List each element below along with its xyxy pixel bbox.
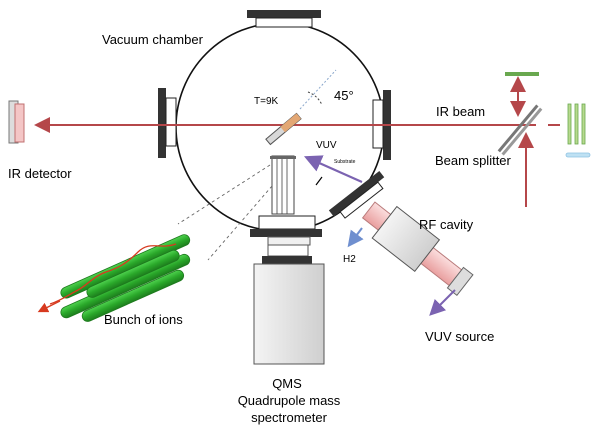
top-mirror bbox=[505, 72, 539, 76]
qms-body bbox=[253, 236, 325, 365]
qms-line2-label: spectrometer bbox=[251, 410, 328, 425]
cone-line-top bbox=[177, 164, 271, 225]
top-flange bbox=[247, 10, 321, 28]
ion-bunch bbox=[37, 234, 191, 322]
ir-beam-label: IR beam bbox=[436, 104, 485, 119]
beam-splitter-label: Beam splitter bbox=[435, 153, 512, 168]
vacuum-chamber-label: Vacuum chamber bbox=[102, 32, 204, 47]
rf-cavity-label: RF cavity bbox=[419, 217, 474, 232]
bunch-of-ions-label: Bunch of ions bbox=[104, 312, 183, 327]
vuv-source-label: VUV source bbox=[425, 329, 494, 344]
ir-detector-label: IR detector bbox=[8, 166, 72, 181]
vuv-port-flange bbox=[328, 170, 385, 219]
angle-arc bbox=[307, 91, 323, 106]
h2-label: H2 bbox=[343, 254, 356, 265]
angle-label: 45° bbox=[334, 88, 354, 103]
left-flange bbox=[158, 88, 177, 158]
qms-line1-label: Quadrupole mass bbox=[238, 393, 341, 408]
normal-line bbox=[299, 69, 337, 110]
moving-mirrors bbox=[565, 103, 591, 158]
rf-cavity-assembly bbox=[361, 201, 474, 297]
ir-detector bbox=[8, 100, 25, 144]
temperature-label: T=9K bbox=[254, 96, 279, 107]
qms-label: QMS bbox=[272, 376, 302, 391]
bottom-flange bbox=[250, 215, 322, 237]
h2-arrow bbox=[347, 227, 364, 248]
vuv-arrow bbox=[303, 155, 363, 184]
vuv-source-arrow bbox=[429, 289, 456, 316]
cone-line-bottom bbox=[207, 185, 273, 261]
vuv-small-line bbox=[315, 176, 323, 186]
sample-small-label: Substrate bbox=[334, 159, 356, 165]
cold-substrate bbox=[265, 112, 302, 146]
vuv-label: VUV bbox=[316, 140, 337, 151]
qms-inlet bbox=[270, 155, 296, 215]
beam-splitter bbox=[497, 104, 543, 156]
